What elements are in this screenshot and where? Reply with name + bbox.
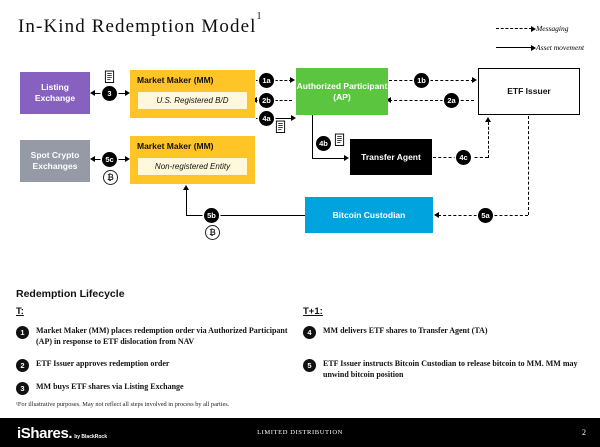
node-market-maker-2[interactable]: Market Maker (MM) Non-registered Entity bbox=[130, 136, 255, 184]
marker-2b[interactable]: 2b bbox=[259, 93, 274, 108]
connector-2b bbox=[256, 100, 292, 101]
lifecycle-heading: Redemption Lifecycle bbox=[16, 288, 125, 300]
lifecycle-step-1: 1 Market Maker (MM) places redemption or… bbox=[16, 326, 288, 347]
lifecycle-column-header-t1: T+1: bbox=[303, 306, 323, 317]
arrowhead-2a bbox=[386, 96, 391, 103]
footer-bar bbox=[0, 418, 600, 447]
node-spot-crypto-exchanges-label: Spot Crypto Exchanges bbox=[30, 150, 80, 171]
node-authorized-participant-label: Authorized Participant (AP) bbox=[296, 80, 388, 102]
marker-4a[interactable]: 4a bbox=[259, 111, 274, 126]
connector-4a bbox=[256, 118, 294, 119]
bitcoin-symbol-icon-5c: ₿ bbox=[103, 170, 118, 185]
arrowhead-4a bbox=[291, 114, 296, 121]
node-spot-crypto-exchanges[interactable]: Spot Crypto Exchanges bbox=[20, 140, 90, 182]
document-icon-step4a bbox=[275, 120, 286, 133]
marker-5a[interactable]: 5a bbox=[478, 208, 493, 223]
marker-1b[interactable]: 1b bbox=[414, 73, 429, 88]
lifecycle-step-4-number: 4 bbox=[303, 326, 316, 339]
ishares-logo: iShares.by BlackRock bbox=[17, 425, 107, 442]
connector-5a-vertical bbox=[528, 116, 529, 215]
ishares-logo-dot: . bbox=[68, 425, 73, 442]
legend-item-asset-movement: Asset movement bbox=[496, 41, 596, 54]
marker-1a[interactable]: 1a bbox=[259, 73, 274, 88]
node-market-maker-2-title: Market Maker (MM) bbox=[137, 141, 214, 151]
document-icon-step4b bbox=[334, 133, 345, 146]
page-title: In-Kind Redemption Model1 bbox=[18, 11, 262, 38]
lifecycle-step-1-text: Market Maker (MM) places redemption orde… bbox=[36, 326, 288, 346]
marker-2a[interactable]: 2a bbox=[444, 93, 459, 108]
arrowhead-left-listing bbox=[90, 89, 95, 96]
lifecycle-step-5: 5 ETF Issuer instructs Bitcoin Custodian… bbox=[303, 359, 588, 380]
lifecycle-step-4: 4 MM delivers ETF shares to Transfer Age… bbox=[303, 326, 588, 339]
legend-label-messaging: Messaging bbox=[536, 24, 569, 33]
arrowhead-4b bbox=[344, 154, 349, 161]
connector-5b-vertical bbox=[186, 190, 187, 216]
footer-page-number: 2 bbox=[582, 428, 586, 437]
arrowhead-5a bbox=[434, 211, 439, 218]
node-market-maker-1-title: Market Maker (MM) bbox=[137, 75, 214, 85]
node-etf-issuer[interactable]: ETF Issuer bbox=[478, 68, 580, 115]
connector-4b-horizontal bbox=[312, 158, 345, 159]
arrowhead-1a bbox=[290, 76, 295, 83]
node-bitcoin-custodian-label: Bitcoin Custodian bbox=[332, 209, 406, 220]
marker-4b[interactable]: 4b bbox=[316, 136, 331, 151]
bitcoin-symbol-icon-5b: ₿ bbox=[205, 225, 220, 240]
arrowhead-right-mm1 bbox=[125, 89, 130, 96]
lifecycle-step-2: 2 ETF Issuer approves redemption order bbox=[16, 359, 288, 372]
legend-label-asset-movement: Asset movement bbox=[536, 43, 585, 52]
arrowhead-right-mm2 bbox=[125, 155, 130, 162]
connector-4b-vertical bbox=[312, 115, 313, 158]
node-listing-exchange[interactable]: Listing Exchange bbox=[20, 72, 90, 114]
arrowhead-4c bbox=[484, 117, 491, 122]
solid-arrow-icon bbox=[496, 44, 536, 51]
connector-5b-horizontal bbox=[186, 215, 306, 216]
node-listing-exchange-label: Listing Exchange bbox=[34, 82, 76, 103]
lifecycle-step-1-number: 1 bbox=[16, 326, 29, 339]
lifecycle-step-2-text: ETF Issuer approves redemption order bbox=[36, 359, 170, 368]
node-market-maker-2-subtitle: Non-registered Entity bbox=[137, 157, 248, 176]
page-title-text: In-Kind Redemption Model bbox=[18, 16, 257, 37]
node-etf-issuer-label: ETF Issuer bbox=[507, 86, 551, 96]
lifecycle-step-3: 3 MM buys ETF shares via Listing Exchang… bbox=[16, 382, 288, 395]
connector-1a bbox=[256, 80, 292, 81]
dashed-arrow-icon bbox=[496, 25, 536, 32]
ishares-logo-text: iShares bbox=[17, 425, 69, 442]
document-icon-step3 bbox=[104, 70, 115, 83]
footer-distribution-notice: LIMITED DISTRIBUTION bbox=[257, 429, 343, 436]
legend: Messaging Asset movement bbox=[496, 22, 596, 54]
legend-item-messaging: Messaging bbox=[496, 22, 596, 35]
footnote: ¹For illustrative purposes. May not refl… bbox=[16, 401, 230, 408]
marker-3[interactable]: 3 bbox=[102, 86, 117, 101]
node-authorized-participant[interactable]: Authorized Participant (AP) bbox=[296, 68, 388, 115]
connector-4c-vertical bbox=[488, 122, 489, 158]
marker-5c[interactable]: 5c bbox=[102, 152, 117, 167]
node-transfer-agent[interactable]: Transfer Agent bbox=[350, 139, 432, 175]
lifecycle-step-3-text: MM buys ETF shares via Listing Exchange bbox=[36, 382, 184, 391]
lifecycle-step-2-number: 2 bbox=[16, 359, 29, 372]
lifecycle-column-header-t: T: bbox=[16, 306, 24, 317]
arrowhead-5b bbox=[182, 185, 189, 190]
marker-4c[interactable]: 4c bbox=[456, 150, 471, 165]
title-footnote-marker: 1 bbox=[256, 10, 262, 22]
node-market-maker-1[interactable]: Market Maker (MM) U.S. Registered B/D bbox=[130, 70, 255, 118]
node-market-maker-1-subtitle: U.S. Registered B/D bbox=[137, 91, 248, 110]
arrowhead-1b bbox=[472, 76, 477, 83]
lifecycle-step-5-text: ETF Issuer instructs Bitcoin Custodian t… bbox=[323, 359, 578, 379]
lifecycle-step-3-number: 3 bbox=[16, 382, 29, 395]
arrowhead-left-spot bbox=[90, 155, 95, 162]
node-transfer-agent-label: Transfer Agent bbox=[361, 151, 421, 162]
ishares-logo-by-blackrock: by BlackRock bbox=[74, 434, 107, 440]
node-bitcoin-custodian[interactable]: Bitcoin Custodian bbox=[305, 197, 433, 233]
lifecycle-step-5-number: 5 bbox=[303, 359, 316, 372]
lifecycle-step-4-text: MM delivers ETF shares to Transfer Agent… bbox=[323, 326, 488, 335]
marker-5b[interactable]: 5b bbox=[204, 208, 219, 223]
connector-2a bbox=[389, 100, 474, 101]
connector-1b bbox=[389, 80, 474, 81]
